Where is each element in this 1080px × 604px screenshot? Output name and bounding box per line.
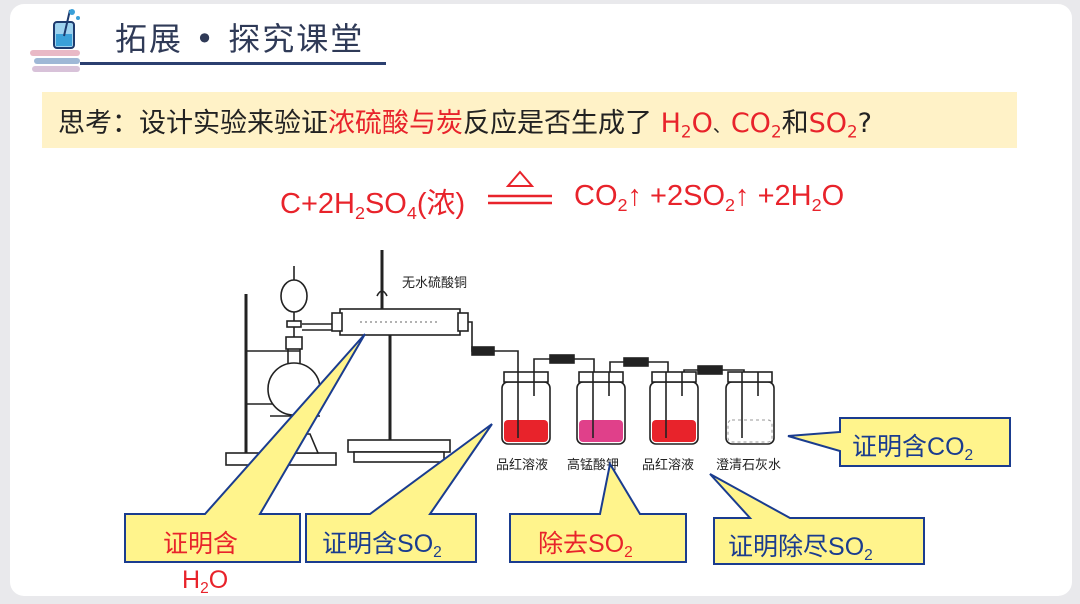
bottle-2 bbox=[576, 371, 626, 445]
callout-so2-gone bbox=[709, 473, 925, 565]
gas-washing-bottles bbox=[501, 371, 775, 445]
bottle-label-4: 澄清石灰水 bbox=[716, 458, 782, 473]
heating-equals-sign-icon bbox=[488, 170, 552, 205]
slide: 拓展 • 探究课堂 思考：设计实验来验证浓硫酸与炭反应是否生成了 H2O、CO2… bbox=[10, 4, 1072, 596]
bottle-4 bbox=[725, 371, 775, 445]
apparatus-diagram bbox=[225, 250, 775, 466]
callout-so2-gone-text: 证明除尽SO2 bbox=[728, 533, 873, 564]
question-prefix: 思考：设计实验来验证 bbox=[58, 108, 328, 139]
callout-so2-remove bbox=[509, 461, 687, 563]
bottle-label-1: 品红溶液 bbox=[496, 458, 549, 473]
callout-co2-text: 证明含CO2 bbox=[852, 433, 974, 464]
callout-co2 bbox=[787, 417, 1011, 467]
callout-so2-remove-text: 除去SO2 bbox=[538, 530, 633, 561]
iron-stand-center bbox=[347, 250, 451, 463]
question-text: 思考：设计实验来验证浓硫酸与炭反应是否生成了 H2O、CO2和SO2? bbox=[58, 101, 872, 141]
bottle-3 bbox=[649, 371, 699, 445]
question-separator: 、 bbox=[712, 116, 731, 137]
callout-so2-detect bbox=[305, 423, 493, 563]
formula-so2: SO2 bbox=[808, 108, 858, 142]
drying-tube bbox=[331, 308, 469, 336]
callout-h2o-text: 证明含 bbox=[163, 530, 239, 558]
title-underline bbox=[80, 62, 386, 65]
callout-h2o-formula: H2O bbox=[182, 566, 229, 596]
callout-h2o bbox=[124, 333, 366, 563]
reaction-equation-left: C+2H2SO4(浓) bbox=[280, 188, 466, 223]
question-and: 和 bbox=[781, 108, 809, 139]
reaction-equation-right: CO2↑ +2SO2↑ +2H2O bbox=[574, 180, 845, 215]
question-middle: 反应是否生成了 bbox=[463, 108, 661, 139]
question-mark: ? bbox=[857, 108, 872, 139]
bottle-label-2: 高锰酸钾 bbox=[567, 458, 620, 473]
callout-so2-detect-text: 证明含SO2 bbox=[322, 530, 442, 561]
callout-shapes bbox=[124, 333, 1011, 565]
question-highlight: 浓硫酸与炭 bbox=[328, 108, 463, 139]
bottle-1 bbox=[501, 371, 551, 445]
tube-label: 无水硫酸铜 bbox=[402, 276, 468, 291]
formula-co2: CO2 bbox=[730, 108, 782, 142]
question-banner bbox=[42, 92, 1017, 148]
formula-h2o: H2O bbox=[660, 108, 713, 142]
lab-logo-icon bbox=[30, 9, 80, 72]
bottle-label-3: 品红溶液 bbox=[642, 458, 695, 473]
page-title: 拓展 • 探究课堂 bbox=[115, 20, 365, 58]
